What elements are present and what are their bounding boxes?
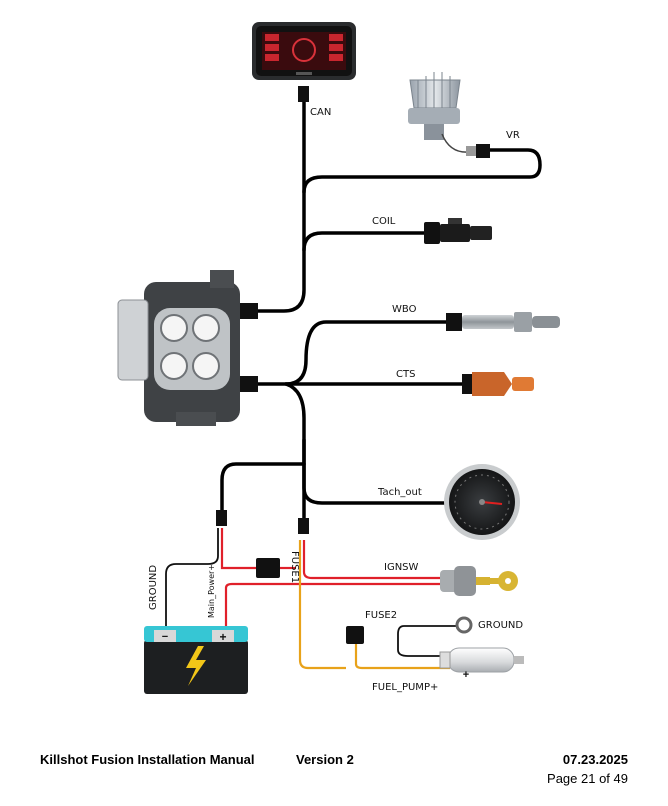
label-cts: CTS (396, 369, 415, 380)
ignition-key-icon (440, 566, 518, 596)
temp-sensor-icon (462, 372, 534, 396)
harness-connectors (216, 86, 309, 534)
label-main-power: Main_Power+ (207, 564, 216, 618)
coil-connector-icon (424, 218, 492, 244)
label-tach-out: Tach_out (377, 487, 422, 498)
main-harness (220, 98, 542, 526)
power-wires (220, 528, 440, 626)
footer-version: Version 2 (296, 752, 354, 767)
label-ground-battery: GROUND (148, 565, 159, 610)
o2-sensor-icon (446, 312, 560, 332)
label-ground-pump: GROUND (478, 620, 523, 631)
display-screen-icon (252, 22, 356, 80)
label-vr: VR (506, 130, 520, 141)
battery-minus-symbol: − (162, 631, 168, 643)
footer-page-number: Page 21 of 49 (547, 771, 628, 786)
ground-ring-icon (455, 616, 473, 634)
label-fuse2: FUSE2 (365, 610, 397, 621)
ground-wires (165, 528, 456, 657)
diagram-labels: CAN VR COIL WBO CTS Tach_out IGNSW FUSE2… (148, 107, 523, 693)
fuel-pump-wire (298, 540, 450, 670)
fuel-pump-icon: + (439, 647, 524, 681)
label-ignsw: IGNSW (384, 562, 419, 573)
label-can: CAN (310, 107, 331, 118)
footer-date: 07.23.2025 (562, 752, 628, 767)
battery-plus-symbol: + (219, 630, 226, 644)
pump-plus-symbol: + (463, 669, 469, 681)
label-coil: COIL (372, 216, 396, 227)
label-fuse1: FUSE1 (289, 551, 300, 583)
fuse-icon (256, 558, 280, 578)
fuse-icon (346, 626, 364, 644)
footer-manual-title: Killshot Fusion Installation Manual (40, 752, 255, 767)
distributor-icon (408, 72, 490, 158)
label-wbo: WBO (392, 304, 417, 315)
throttle-body-icon (117, 270, 240, 426)
tach-gauge-icon (444, 464, 520, 540)
battery-icon: − + (144, 626, 248, 694)
label-fuel-pump: FUEL_PUMP+ (372, 682, 438, 693)
